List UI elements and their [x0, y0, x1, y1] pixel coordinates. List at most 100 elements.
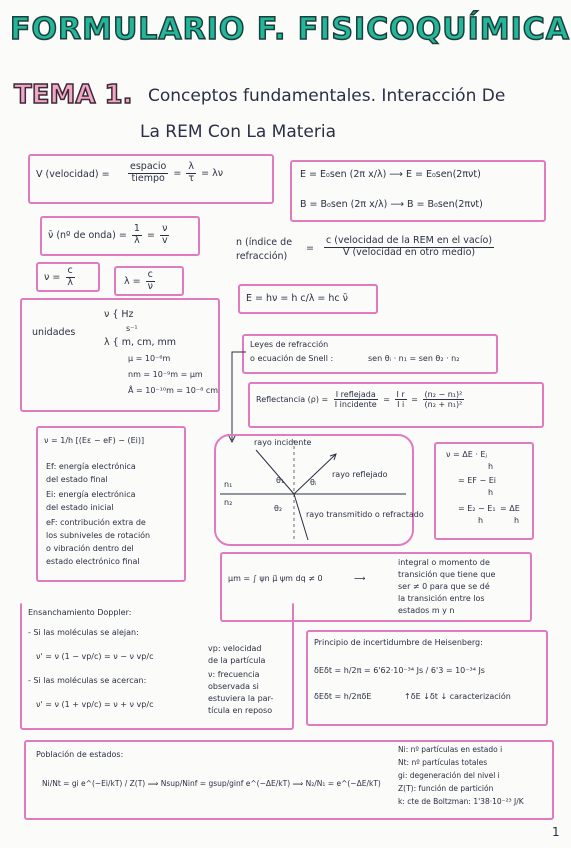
- electronic-def: eF: contribución extra de: [46, 518, 146, 527]
- subtitle-line1: Conceptos fundamentales. Interacción De: [148, 86, 506, 106]
- reflectance-d3: (n₂ + n₁)²: [424, 400, 463, 410]
- refraction-eq: =: [306, 243, 314, 254]
- wavenumber-f1-num: 1: [131, 223, 142, 236]
- population-def: Z(T): función de partición: [398, 784, 494, 793]
- reflectance-n2: I r: [394, 390, 407, 401]
- lambda-num: c: [145, 269, 155, 282]
- transition-moment-formula: μm = ∫ ψn μ⃗ ψm dq ≠ 0: [228, 574, 323, 583]
- snell-line1: Leyes de refracción: [250, 340, 329, 349]
- transition-moment-box: μm = ∫ ψn μ⃗ ψm dq ≠ 0 ⟶ integral o mome…: [220, 552, 532, 622]
- nu-num: c: [65, 265, 75, 278]
- electronic-def: Ei: energía electrónica: [46, 490, 136, 499]
- reflectance-eq2: =: [411, 395, 418, 405]
- arrow-right-icon: ⟶: [354, 574, 366, 583]
- b-field-formula: B = B₀sen (2π x/λ) ⟶ B = B₀sen(2πνt): [300, 199, 483, 210]
- energy-box: E = hν = h c/λ = hc ν̄: [238, 284, 378, 314]
- reflectance-d1: I incidente: [334, 400, 377, 410]
- electronic-def: los subniveles de rotación: [46, 531, 151, 540]
- doppler-away-label: - Si las moléculas se alejan:: [28, 628, 139, 637]
- population-def: Nt: nº partículas totales: [398, 758, 488, 767]
- tf-line: h: [514, 516, 520, 525]
- wavenumber-f2-den: v: [161, 234, 168, 246]
- reflectance-n3: (n₂ − n₁)²: [422, 390, 465, 401]
- tf-line: = EF − Ei: [458, 476, 496, 485]
- tema-label: TEMA 1.: [13, 79, 133, 111]
- ray-transmitted-label: rayo transmitido o refractado: [306, 510, 424, 519]
- reflectance-d2: I i: [397, 400, 405, 410]
- units-label: unidades: [32, 327, 76, 338]
- page-title: FORMULARIO F. FISICOQUÍMICA: [9, 11, 570, 48]
- velocity-lhs: V (velocidad) =: [36, 169, 110, 180]
- tf-line: ν = ΔE · Eⱼ: [446, 450, 487, 459]
- heisenberg-title: Principio de incertidumbre de Heisenberg…: [314, 638, 483, 647]
- population-box: Población de estados: Ni/Nt = gi e^(−Ei/…: [24, 740, 554, 820]
- lambda-den: ν: [147, 280, 153, 292]
- population-def: gi: degeneración del nivel i: [398, 771, 500, 780]
- connector-arrow-icon: [227, 351, 246, 444]
- population-def: k: cte de Boltzman: 1'38·10⁻²³ J/K: [398, 797, 524, 806]
- units-nu2: s⁻¹: [126, 324, 138, 333]
- theta2-label: θ₂: [274, 504, 283, 513]
- tm-desc: estados m y n: [398, 606, 455, 615]
- tm-desc: la transición entre los: [398, 594, 485, 603]
- electronic-def: o vibración dentro del: [46, 544, 134, 553]
- energy-formula: E = hν = h c/λ = hc ν̄: [246, 293, 348, 304]
- refraction-den: V (velocidad en otro medio): [342, 246, 476, 258]
- doppler-def: vp: velocidad: [208, 644, 262, 653]
- electronic-formula: ν = 1/h [(Eɛ − eF) − (Ei)]: [44, 436, 145, 445]
- snell-line2: o ecuación de Snell :: [250, 354, 334, 363]
- page-number: 1: [552, 825, 560, 839]
- tf-line: = E₂ − E₁: [458, 504, 496, 513]
- wavenumber-lhs: ν̄ (nº de onda) =: [48, 229, 127, 241]
- tm-desc: integral o momento de: [398, 558, 490, 567]
- refraction-diagram: rayo incidente rayo reflejado rayo trans…: [214, 434, 424, 546]
- electronic-def: Ef: energía electrónica: [46, 462, 136, 471]
- waves-box: E = E₀sen (2π x/λ) ⟶ E = E₀sen(2πνt) B =…: [290, 160, 546, 222]
- velocity-den: tiempo: [131, 172, 165, 184]
- theta1-label: θ₁: [276, 476, 285, 485]
- units-mu: μ = 10⁻⁶m: [128, 354, 171, 363]
- reflectance-lhs: Reflectancia (ρ) =: [256, 395, 329, 405]
- doppler-def: ν: frecuencia: [208, 670, 260, 679]
- n1-label: n₁: [224, 480, 233, 489]
- reflectance-n1: I reflejada: [333, 390, 378, 401]
- subtitle-line2: La REM Con La Materia: [140, 122, 336, 142]
- doppler-def: tícula en reposo: [208, 706, 273, 715]
- heisenberg-l1: δEδt = h/2π = 6'62·10⁻³⁴ Js / 6'3 = 10⁻³…: [314, 666, 485, 675]
- n2-label: n₂: [224, 498, 233, 507]
- wavenumber-eq: =: [146, 229, 155, 241]
- theta-i-label: θᵢ: [310, 478, 317, 487]
- velocity-rhs: = λν: [201, 167, 224, 179]
- units-nu: ν { Hz: [104, 309, 134, 320]
- doppler-def: de la partícula: [208, 656, 266, 665]
- units-box: unidades ν { Hz s⁻¹ λ { m, cm, mm μ = 10…: [20, 298, 220, 412]
- refraction-lhs1: n (índice de: [236, 237, 293, 248]
- ray-incident-label: rayo incidente: [254, 438, 312, 447]
- velocity-num: espacio: [128, 161, 169, 174]
- doppler-title: Ensanchamiento Doppler:: [28, 608, 132, 617]
- refraction-num: c (velocidad de la REM en el vacío): [324, 235, 495, 248]
- transition-frequency-box: ν = ΔE · Eⱼ h = EF − Ei h = E₂ − E₁ h = …: [434, 442, 534, 540]
- velocity-lambda: λ: [186, 161, 197, 174]
- electronic-def: del estado final: [46, 475, 108, 484]
- doppler-box: Ensanchamiento Doppler: - Si las molécul…: [20, 602, 294, 730]
- ray-reflected-label: rayo reflejado: [332, 470, 388, 479]
- refraction-lhs2: refracción): [236, 251, 288, 262]
- tf-line: h: [488, 462, 494, 471]
- doppler-away-formula: ν' = ν (1 − vp/c) = ν − ν vp/c: [36, 652, 154, 661]
- tm-desc: ser ≠ 0 para que se dé: [398, 582, 490, 591]
- tf-line: h: [478, 516, 484, 525]
- reflectance-eq: =: [383, 395, 390, 405]
- population-formula: Ni/Nt = gi e^(−Ei/kT) / Z(T) ⟹ Nsup/Ninf…: [42, 779, 381, 788]
- electronic-def: del estado inicial: [46, 503, 114, 512]
- wavenumber-f2-num: ν: [160, 223, 170, 236]
- units-nm: nm = 10⁻⁹m = μm: [128, 370, 203, 379]
- doppler-def: observada si: [208, 682, 259, 691]
- electronic-box: ν = 1/h [(Eɛ − eF) − (Ei)] Ef: energía e…: [36, 426, 186, 582]
- snell-formula: sen θᵢ · n₁ = sen θ₂ · n₂: [368, 354, 460, 363]
